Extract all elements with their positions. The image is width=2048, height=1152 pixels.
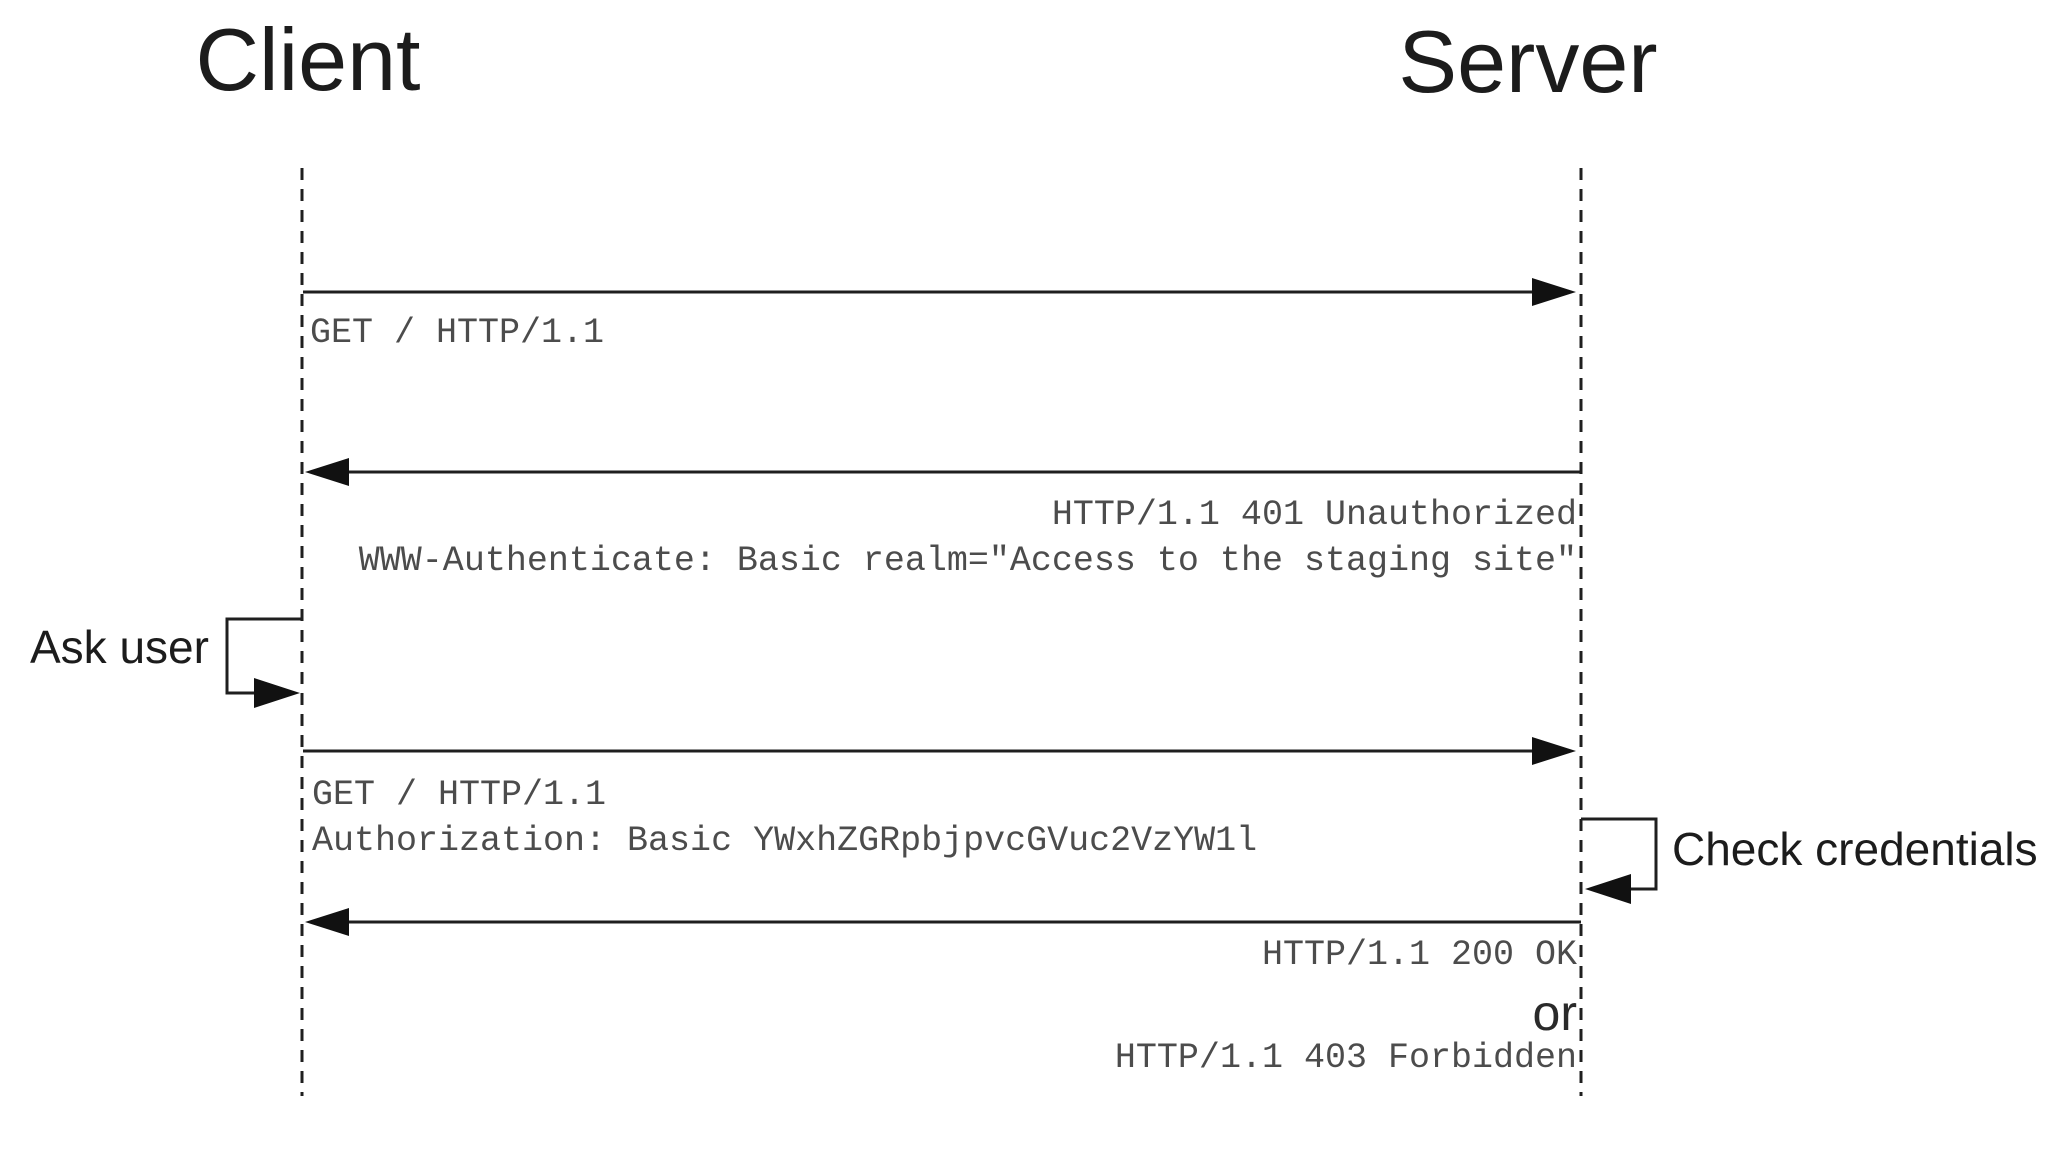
client-self-loop-arrowhead-icon xyxy=(254,678,300,708)
response2-ok-label: HTTP/1.1 200 OK xyxy=(1261,935,1577,975)
request2-label: GET / HTTP/1.1 xyxy=(312,775,607,815)
request1-label: GET / HTTP/1.1 xyxy=(310,313,605,353)
client-actor-title: Client xyxy=(195,10,421,109)
server-self-loop-arrowhead-icon xyxy=(1585,874,1631,904)
request2-auth-header-label: Authorization: Basic YWxhZGRpbjpvcGVuc2V… xyxy=(312,821,1258,861)
ask-user-label: Ask user xyxy=(30,621,209,673)
client-self-loop-line xyxy=(225,617,302,695)
request2-arrowhead-icon xyxy=(1532,737,1576,765)
response1-arrowhead-icon xyxy=(305,458,349,486)
server-actor-title: Server xyxy=(1398,12,1658,111)
response1-header-label: WWW-Authenticate: Basic realm="Access to… xyxy=(358,541,1577,581)
response2-arrowhead-icon xyxy=(305,908,349,936)
check-credentials-label: Check credentials xyxy=(1672,823,2038,875)
request1-arrowhead-icon xyxy=(1532,278,1576,306)
response2-or-label: or xyxy=(1532,985,1577,1041)
response1-status-label: HTTP/1.1 401 Unauthorized xyxy=(1051,495,1577,535)
server-self-loop-line xyxy=(1581,817,1658,891)
response2-forbidden-label: HTTP/1.1 403 Forbidden xyxy=(1114,1038,1577,1078)
